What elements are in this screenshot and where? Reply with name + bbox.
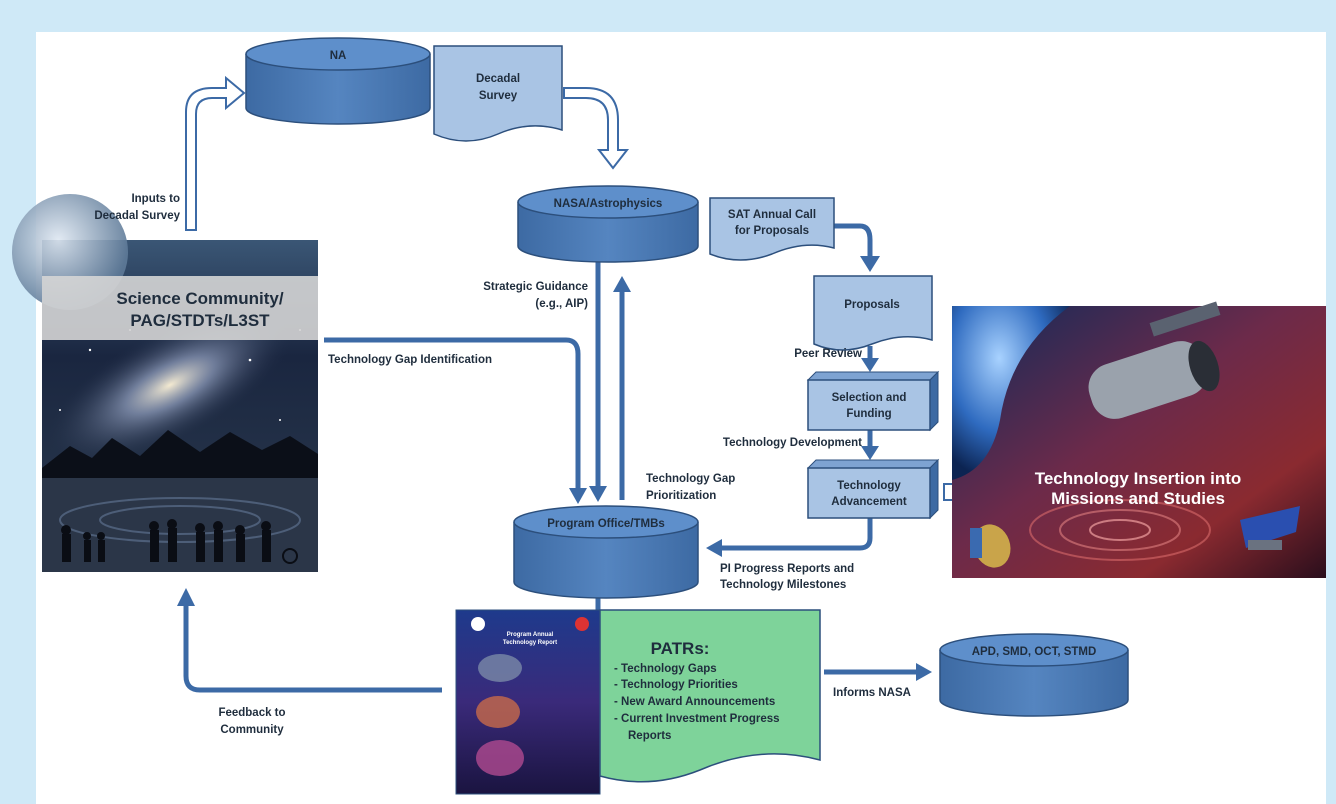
informs-label: Informs NASA [833, 687, 911, 699]
satellite-right-graphic [1240, 506, 1300, 550]
patr-item: Reports [628, 730, 671, 742]
arrowhead [589, 486, 607, 502]
feedback-label-1: Feedback to [218, 707, 285, 719]
telescope-graphic [1088, 301, 1221, 419]
arrowhead [916, 663, 932, 681]
program-office-label: Program Office/TMBs [547, 518, 665, 530]
patr-item: - Technology Gaps [614, 663, 717, 675]
patr-title: PATRs: [651, 639, 710, 658]
decadal-label-1: Decadal [476, 73, 520, 85]
selection-label-2: Funding [846, 408, 891, 420]
gap-identification-arrow [324, 337, 581, 490]
tech-adv-label-1: Technology [837, 480, 901, 492]
arrowhead [860, 256, 880, 272]
inputs-label-1: Inputs to [131, 193, 180, 205]
community-title-1: Science Community/ [116, 289, 283, 308]
nasa-astrophysics-database: NASA/Astrophysics [517, 185, 699, 263]
patr-item: - Current Investment Progress [614, 713, 780, 725]
gap-prioritization-label-2: Prioritization [646, 490, 716, 502]
selection-label-1: Selection and [832, 392, 907, 404]
mountains-silhouette [42, 430, 318, 478]
decadal-to-nasa-arrow [563, 87, 630, 170]
community-title-band [42, 276, 318, 340]
technology-advancement-box: Technology Advancement [806, 458, 940, 520]
feedback-arrow [183, 604, 442, 693]
proposals-label: Proposals [844, 299, 900, 311]
decadal-survey-document: Decadal Survey [433, 45, 563, 142]
gap-prioritization-label-1: Technology Gap [646, 473, 735, 485]
galaxy-graphic [43, 303, 297, 467]
inputs-arrow [185, 75, 246, 231]
apd-database: APD, SMD, OCT, STMD [939, 633, 1129, 717]
report-cover-title-2: Technology Report [503, 640, 557, 646]
report-cover-title-1: Program Annual [507, 632, 554, 638]
inputs-label-2: Decadal Survey [94, 210, 180, 222]
patr-item: - Technology Priorities [614, 679, 738, 691]
mission-caption-2: Missions and Studies [1051, 489, 1225, 508]
sat-label-2: for Proposals [735, 225, 809, 237]
community-title-2: PAG/STDTs/L3ST [130, 311, 270, 330]
arrowhead [177, 588, 195, 606]
tech-adv-label-2: Advancement [831, 496, 907, 508]
arrowhead [706, 539, 722, 557]
arrowhead [861, 358, 879, 372]
agency-logo-icon [575, 617, 589, 631]
patr-report: Program Annual Technology Report PATRs: … [455, 609, 821, 795]
sat-label-1: SAT Annual Call [728, 209, 816, 221]
satellite-left-graphic [970, 524, 1011, 568]
gap-identification-label: Technology Gap Identification [328, 354, 492, 366]
science-community-image: Science Community/ PAG/STDTs/L3ST [12, 194, 318, 572]
pi-progress-label-1: PI Progress Reports and [720, 563, 854, 575]
people-silhouettes [61, 519, 298, 564]
apd-label: APD, SMD, OCT, STMD [972, 646, 1097, 658]
program-office-database: Program Office/TMBs [513, 505, 699, 599]
arrowhead [613, 276, 631, 292]
pi-progress-label-2: Technology Milestones [720, 579, 846, 591]
sat-call-document: SAT Annual Call for Proposals [709, 197, 835, 261]
patr-document [599, 609, 821, 783]
missions-image: Technology Insertion into Missions and S… [952, 301, 1326, 578]
strategic-label-2: (e.g., AIP) [535, 298, 588, 310]
patr-item: - New Award Announcements [614, 696, 775, 708]
peer-review-label: Peer Review [794, 348, 862, 360]
earth-graphic [952, 306, 1070, 480]
arrowhead [861, 446, 879, 460]
pi-progress-arrow [718, 518, 873, 551]
sat-to-proposals-arrow [832, 223, 873, 258]
tech-development-label: Technology Development [723, 437, 862, 449]
feedback-label-2: Community [220, 724, 284, 736]
proposals-document: Proposals [813, 275, 933, 351]
na-database: NA [245, 37, 431, 125]
mission-caption-1: Technology Insertion into [1035, 469, 1242, 488]
nasa-astrophysics-label: NASA/Astrophysics [554, 198, 663, 210]
selection-funding-box: Selection and Funding [806, 370, 940, 432]
nasa-logo-icon [471, 617, 485, 631]
arrowhead [569, 488, 587, 504]
strategic-label-1: Strategic Guidance [483, 281, 588, 293]
decadal-label-2: Survey [479, 90, 518, 102]
na-label: NA [330, 50, 347, 62]
